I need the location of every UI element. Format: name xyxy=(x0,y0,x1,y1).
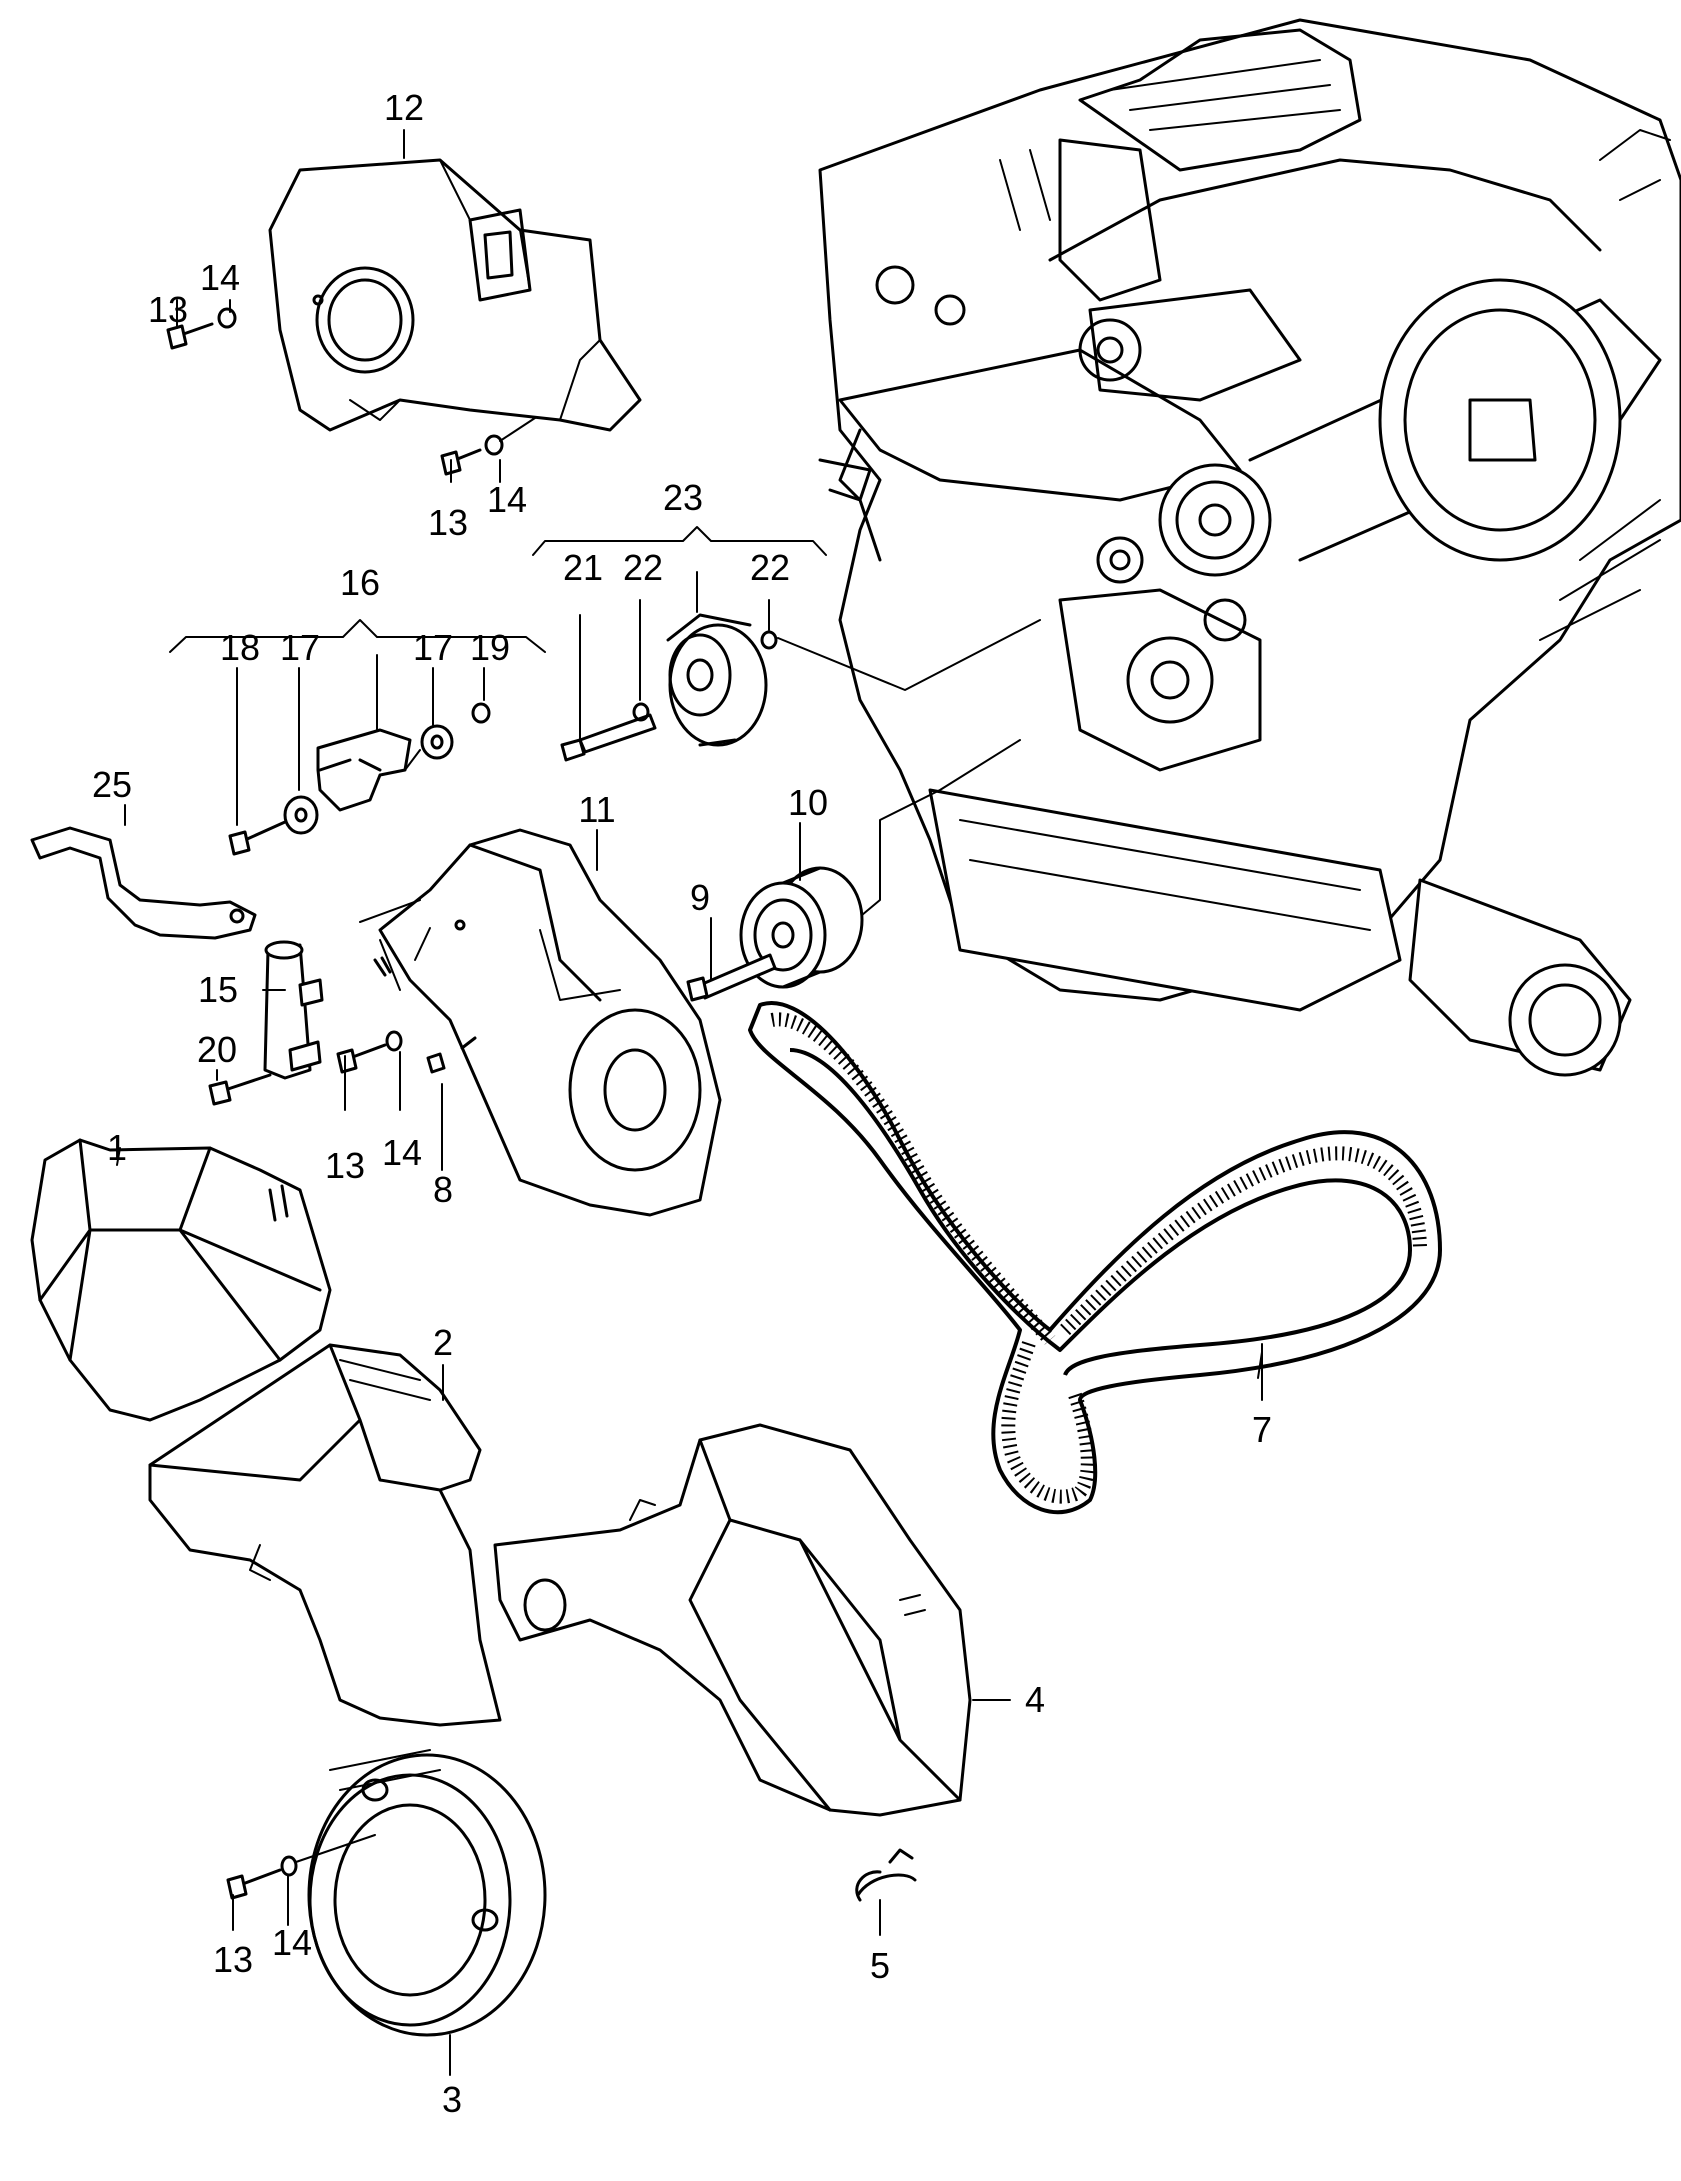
callout-18: 18 xyxy=(220,627,260,668)
crankshaft-pulley xyxy=(307,1749,547,2037)
callout-22: 22 xyxy=(623,547,663,588)
callout-8: 8 xyxy=(433,1169,453,1210)
callout-22: 22 xyxy=(750,547,790,588)
callout-9: 10 xyxy=(788,782,828,823)
timing-belt xyxy=(748,1001,1442,1515)
callout-7: 7 xyxy=(1252,1409,1272,1450)
callout-14: 14 xyxy=(272,1922,312,1963)
callout-19: 19 xyxy=(470,627,510,668)
leader-lines xyxy=(116,129,1263,2076)
bolt-13-washer-14-b xyxy=(440,417,536,476)
callout-17: 17 xyxy=(280,627,320,668)
rear-timing-cover xyxy=(268,158,642,432)
bolt-13-washer-14-d xyxy=(226,1834,376,1900)
callout-1: 1 xyxy=(107,1127,127,1168)
callout-13: 13 xyxy=(428,502,468,543)
upper-timing-cover-left xyxy=(30,1138,332,1422)
bracket xyxy=(30,826,257,940)
callout-5: 5 xyxy=(870,1945,890,1986)
callout-4: 4 xyxy=(1025,1679,1045,1720)
callout-13: 13 xyxy=(213,1939,253,1980)
callout-2: 2 xyxy=(433,1322,453,1363)
studs xyxy=(373,956,477,1074)
callout-15: 15 xyxy=(198,969,238,1010)
callout-labels: 12 14 13 23 13 14 21 22 22 16 18 17 17 1… xyxy=(92,87,1272,2120)
tensioner-assembly xyxy=(228,702,491,856)
callout-25: 25 xyxy=(92,764,132,805)
callout-11: 11 xyxy=(578,789,615,830)
callout-14: 14 xyxy=(200,257,240,298)
engine-block xyxy=(818,18,1681,1077)
guide-roller xyxy=(686,739,1021,1002)
callout-13: 13 xyxy=(325,1145,365,1186)
bolt-13-washer-14-c xyxy=(336,1030,403,1074)
callout-21: 20 xyxy=(197,1029,237,1070)
callout-14: 14 xyxy=(382,1132,422,1173)
callout-13: 13 xyxy=(148,289,188,330)
idler-pulley xyxy=(560,613,1041,762)
callout-10: 9 xyxy=(690,877,710,918)
lower-timing-cover xyxy=(493,1423,972,1817)
callout-14: 14 xyxy=(487,479,527,520)
callout-12: 12 xyxy=(384,87,424,128)
clip xyxy=(855,1848,917,1902)
callout-3: 3 xyxy=(442,2079,462,2120)
tensioner-damper xyxy=(208,940,324,1106)
inner-cover-lower xyxy=(148,1343,502,1727)
callout-20: 21 xyxy=(563,547,603,588)
callout-17: 17 xyxy=(413,627,453,668)
callout-23: 23 xyxy=(663,477,703,518)
callout-16: 16 xyxy=(340,562,380,603)
middle-timing-cover xyxy=(359,828,722,1217)
